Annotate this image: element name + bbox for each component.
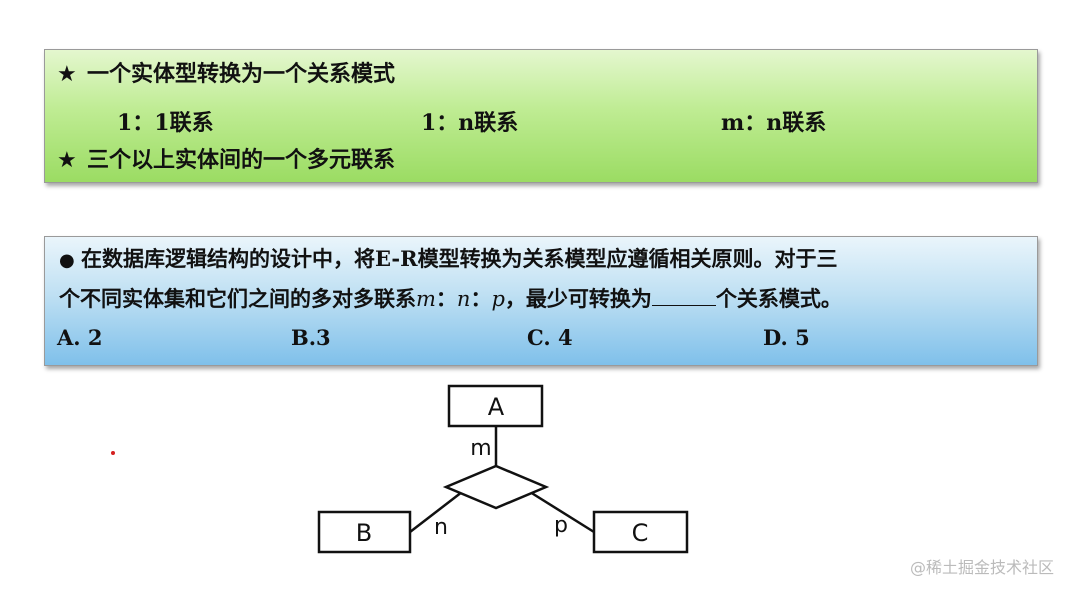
entity-a-box	[447, 384, 544, 428]
var-m: m	[416, 287, 436, 311]
question-box: ● 在数据库逻辑结构的设计中，将E-R模型转换为关系模型应遵循相关原则。对于三 个…	[44, 236, 1038, 366]
entity-b-label: B	[356, 519, 372, 547]
watermark: @稀土掘金技术社区	[909, 558, 1054, 577]
principle-text-2: 三个以上实体间的一个多元联系	[87, 147, 396, 173]
cardinality-n: n	[434, 515, 448, 540]
principle-row-2: ★ 三个以上实体间的一个多元联系	[57, 146, 395, 175]
var-p: p	[491, 287, 505, 311]
question-text-1: 在数据库逻辑结构的设计中，将E-R模型转换为关系模型应遵循相关原则。对于三	[81, 246, 838, 271]
question-line-2: 个不同实体集和它们之间的多对多联系m：n：p，最少可转换为个关系模式。	[59, 285, 842, 313]
red-dot	[111, 451, 115, 455]
principles-box: ★ 一个实体型转换为一个关系模式 1：1联系 1：n联系 m：n联系 ★ 三个以上实…	[44, 49, 1038, 183]
option-d: D. 5	[763, 325, 810, 350]
relation-m-n: m：n联系	[721, 110, 827, 136]
cardinality-m: m	[470, 436, 491, 461]
sep-2: ：	[470, 286, 492, 311]
question-line-1: ● 在数据库逻辑结构的设计中，将E-R模型转换为关系模型应遵循相关原则。对于三	[59, 245, 838, 275]
question-text-2c: 个关系模式。	[715, 286, 842, 311]
connector-b	[409, 491, 463, 533]
option-b: B.3	[291, 325, 331, 350]
answer-blank	[651, 285, 716, 306]
option-a: A. 2	[57, 325, 103, 350]
relation-1-1: 1：1联系	[117, 110, 214, 136]
question-text-2b: ，最少可转换为	[504, 286, 652, 311]
star-icon: ★	[57, 148, 77, 173]
question-text-2a: 个不同实体集和它们之间的多对多联系	[59, 286, 416, 311]
cardinality-p: p	[554, 513, 568, 538]
bullet-icon: ●	[59, 250, 75, 271]
entity-a-label: A	[488, 393, 505, 421]
entity-b-box	[317, 510, 412, 554]
relationship-diamond	[442, 464, 550, 510]
var-n: n	[456, 287, 471, 311]
star-icon: ★	[57, 62, 77, 87]
principle-row-1: ★ 一个实体型转换为一个关系模式	[57, 60, 395, 89]
principle-text-1: 一个实体型转换为一个关系模式	[87, 61, 396, 87]
entity-c-box	[592, 510, 689, 554]
entity-c-label: C	[632, 519, 649, 547]
relation-1-n: 1：n联系	[421, 110, 519, 136]
option-c: C. 4	[527, 325, 573, 350]
sep-1: ：	[435, 286, 457, 311]
connector-c	[529, 490, 595, 534]
